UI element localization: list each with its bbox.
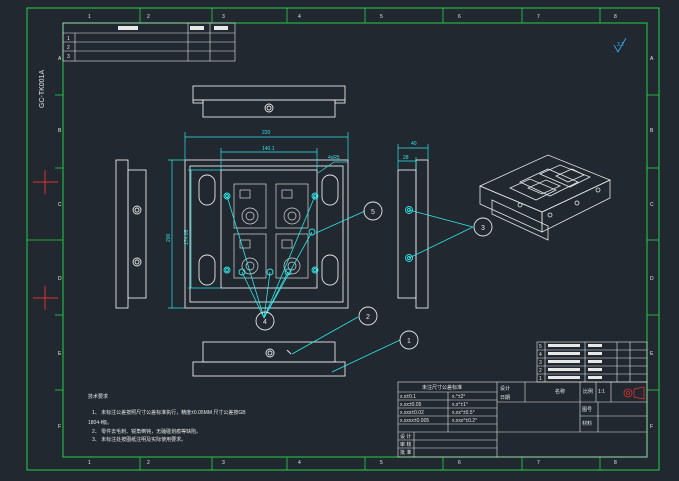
zone-row-e-left: E xyxy=(58,351,62,357)
zone-col-6-bottom: 6 xyxy=(458,460,461,466)
note-item-1-cont: 1804-f级。 xyxy=(88,419,112,426)
zone-row-c-right: C xyxy=(650,202,654,208)
roughness-value: 3.2 xyxy=(617,42,624,48)
revision-row-2: 2 xyxy=(67,45,70,51)
tol-row2-a: x.xx±0.05 xyxy=(400,402,422,408)
balloon-5: 5 xyxy=(371,209,375,216)
tol-row3-a: x.xxx±0.02 xyxy=(400,410,424,416)
dim-inner-height: 174.05 xyxy=(184,229,190,245)
zone-col-5-top: 5 xyxy=(380,14,383,20)
zone-ticks xyxy=(27,8,659,470)
revision-header-fill xyxy=(118,26,138,30)
zone-row-a-right: A xyxy=(650,56,654,62)
side-dim-lines xyxy=(397,144,429,170)
zone-col-1-top: 1 xyxy=(88,14,91,20)
revision-row-3: 3 xyxy=(67,54,70,60)
zone-col-4-top: 4 xyxy=(298,14,301,20)
note-item-3: 3、 未标注处按图纸注明及实际使用要求。 xyxy=(92,436,186,443)
dim-side-inner: 28 xyxy=(403,155,409,161)
zone-row-b-left: B xyxy=(58,128,62,134)
zone-labels: 1 2 3 4 5 6 7 8 1 2 3 4 5 6 7 8 A B C D … xyxy=(58,14,654,466)
zone-col-7-bottom: 7 xyxy=(537,460,540,466)
balloon-1: 1 xyxy=(407,338,411,345)
tol-row1-b: x.°±2° xyxy=(452,394,465,400)
zone-col-2-bottom: 2 xyxy=(147,460,150,466)
title-cell-design: 设计 xyxy=(500,385,510,392)
note-item-2: 2、 零件去毛刺、锐角倒钝，无磕碰划痕等缺陷。 xyxy=(92,428,201,435)
zone-col-4-bottom: 4 xyxy=(298,460,301,466)
zone-col-3-bottom: 3 xyxy=(222,460,225,466)
title-cell-name: 名称 xyxy=(555,388,565,395)
bom-row-2: 2 xyxy=(539,368,542,374)
zone-col-7-top: 7 xyxy=(537,14,540,20)
zone-row-f-right: F xyxy=(650,424,653,430)
fixture-blocks xyxy=(233,183,309,279)
projection-symbol-icon xyxy=(623,386,645,400)
zone-row-d-right: D xyxy=(650,276,654,282)
balloon-4: 4 xyxy=(263,319,267,326)
revision-header-fill xyxy=(214,26,228,30)
balloon-3: 3 xyxy=(481,225,485,232)
zone-row-b-right: B xyxy=(650,128,654,134)
roughness-symbol xyxy=(613,37,627,53)
title-cell-material: 材料 xyxy=(582,420,592,427)
dim-height: 200 xyxy=(166,233,172,242)
zone-row-d-left: D xyxy=(58,276,62,282)
title-block xyxy=(397,381,648,458)
bom-row-5: 5 xyxy=(539,344,542,350)
dim-corner-radius: 4xR5 xyxy=(328,155,340,161)
bom-row-4: 4 xyxy=(539,352,542,358)
bom-row-3: 3 xyxy=(539,360,542,366)
title-cell-scale: 比例 xyxy=(583,388,593,395)
bom-fills xyxy=(548,344,602,379)
balloon-2: 2 xyxy=(366,314,370,321)
front-view xyxy=(184,159,349,309)
zone-row-a-left: A xyxy=(58,56,62,62)
dim-side-depth: 40 xyxy=(411,141,417,147)
tol-row2-b: x.x°±1° xyxy=(452,402,468,408)
zone-col-3-top: 3 xyxy=(222,14,225,20)
title-cell-date: 日期 xyxy=(500,395,510,401)
tol-row1-a: x.x±0.1 xyxy=(400,394,416,400)
balloon-circles xyxy=(255,201,493,350)
drawing-code: GC-TK001A xyxy=(39,70,46,108)
top-view xyxy=(192,85,346,118)
leader-lines xyxy=(226,195,474,373)
zone-col-8-bottom: 8 xyxy=(614,460,617,466)
reviewer-label: 审 核 xyxy=(400,441,411,448)
right-side-view xyxy=(397,159,429,309)
tol-row3-b: x.xx°±0.5° xyxy=(452,410,475,416)
zone-col-8-top: 8 xyxy=(614,14,617,20)
zone-row-c-left: C xyxy=(58,202,62,208)
tol-row4-a: x.xxxx±0.005 xyxy=(400,418,429,424)
dim-inner-width: 140.1 xyxy=(262,146,275,152)
approver-label: 批 准 xyxy=(400,449,411,456)
zone-col-5-bottom: 5 xyxy=(380,460,383,466)
locating-holes xyxy=(223,192,319,276)
isometric-view xyxy=(479,154,611,241)
bom-row-1: 1 xyxy=(539,376,542,382)
note-item-1: 1、 未标注公差按照尺寸公差标准执行，精度±0.05MM 尺寸公差按GB xyxy=(92,409,246,416)
dim-top-width: 220 xyxy=(262,130,271,136)
zone-col-1-bottom: 1 xyxy=(88,460,91,466)
tol-row4-b: x.xxx°±0.2° xyxy=(452,418,477,424)
dimension-lines xyxy=(168,132,349,309)
left-side-view xyxy=(115,159,147,309)
zone-col-6-top: 6 xyxy=(458,14,461,20)
title-cell-drawing-no: 图号 xyxy=(582,407,592,413)
designer-label: 设 计 xyxy=(400,433,411,440)
title-cell-scale-value: 1:1 xyxy=(598,389,605,395)
zone-row-f-left: F xyxy=(58,424,61,430)
zone-row-e-right: E xyxy=(650,351,654,357)
revision-table xyxy=(62,22,236,62)
revision-header-fill xyxy=(190,26,204,30)
tolerance-header: 未注尺寸公差标准 xyxy=(422,384,462,391)
centering-marks xyxy=(33,170,58,310)
notes-title: 技术要求 xyxy=(88,393,108,400)
revision-row-1: 1 xyxy=(67,36,70,42)
bottom-view xyxy=(192,341,346,377)
zone-col-2-top: 2 xyxy=(147,14,150,20)
